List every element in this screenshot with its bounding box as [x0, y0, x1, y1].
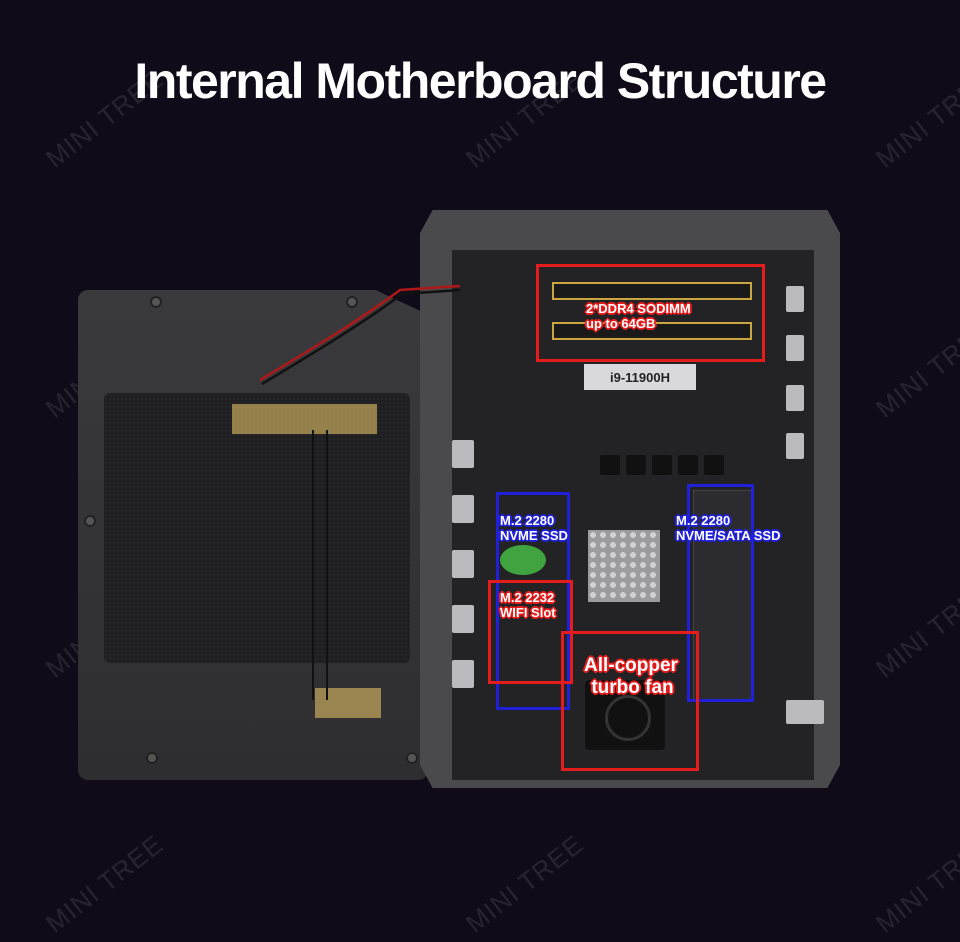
turbo-fan — [585, 680, 665, 750]
antenna-wire — [326, 430, 328, 700]
chip — [600, 455, 620, 475]
ram-label: 2*DDR4 SODIMM up to 64GB — [586, 301, 691, 332]
io-port — [452, 605, 474, 633]
nvme-slot-highlight — [496, 492, 570, 710]
io-port — [452, 660, 474, 688]
wifi-slot-label-line2: WIFI Slot — [500, 604, 556, 620]
screw — [84, 515, 96, 527]
screw — [146, 752, 158, 764]
nvme-slot-label: M.2 2280 NVME SSD — [500, 513, 568, 544]
io-port — [452, 440, 474, 468]
chip — [678, 455, 698, 475]
cmos-battery — [500, 545, 546, 575]
page-title: Internal Motherboard Structure — [134, 53, 827, 109]
usb-port — [786, 433, 804, 459]
watermark: MINI TREE — [870, 313, 960, 424]
chip — [652, 455, 672, 475]
ram-label-line1: 2*DDR4 SODIMM — [586, 301, 691, 316]
thermal-pad — [104, 393, 410, 663]
usb-port — [786, 335, 804, 361]
antenna-wire — [312, 430, 314, 700]
watermark: MINI TREE — [870, 573, 960, 684]
sata-slot-label-line2: NVME/SATA SSD — [676, 527, 781, 543]
fan-label-line1: All-copper — [584, 655, 678, 676]
chip — [704, 455, 724, 475]
fan-label: All-copper turbo fan — [584, 655, 678, 699]
screw — [150, 296, 162, 308]
heatsink — [588, 530, 660, 602]
fan-highlight — [561, 631, 699, 771]
nvme-slot-label-line1: M.2 2280 — [500, 513, 555, 528]
cpu-label: i9-11900H — [584, 364, 696, 390]
usb-port — [786, 286, 804, 312]
wifi-slot-label: M.2 2232 WIFI Slot — [500, 590, 556, 621]
wifi-slot-label-line1: M.2 2232 — [500, 590, 555, 605]
watermark: MINI TREE — [870, 828, 960, 939]
sata-slot-highlight — [687, 484, 754, 702]
usb-port — [786, 700, 824, 724]
sata-slot-label: M.2 2280 NVME/SATA SSD — [676, 513, 781, 544]
watermark: MINI TREE — [460, 828, 589, 939]
screw — [346, 296, 358, 308]
io-port — [452, 550, 474, 578]
ram-highlight — [536, 264, 765, 362]
io-port — [452, 495, 474, 523]
antenna-tape — [315, 688, 381, 718]
screw — [406, 752, 418, 764]
fan-cable — [259, 284, 461, 386]
antenna-tape — [232, 404, 377, 434]
chip — [626, 455, 646, 475]
nvme-slot-label-line2: NVME SSD — [500, 527, 568, 543]
sata-slot-label-line1: M.2 2280 — [676, 513, 731, 528]
watermark: MINI TREE — [40, 828, 169, 939]
fan-label-line2: turbo fan — [591, 676, 674, 698]
ram-slot — [552, 282, 752, 300]
ram-slot — [552, 322, 752, 340]
usb-port — [786, 385, 804, 411]
ram-label-line2: up to 64GB — [586, 315, 656, 331]
